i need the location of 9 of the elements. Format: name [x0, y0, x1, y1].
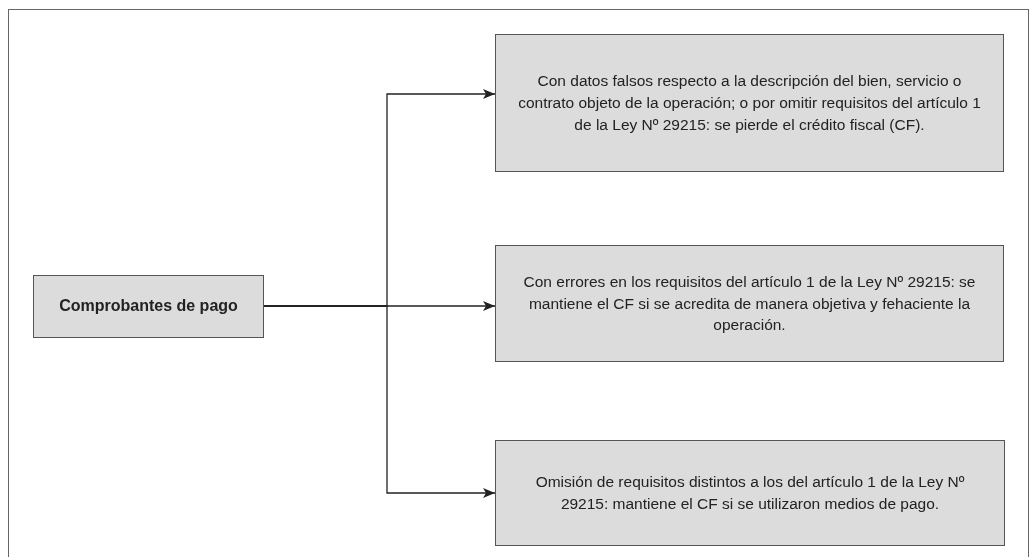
box-text: Con errores en los requisitos del artículo 1 de la Ley Nº 29215: se mantiene el CF si se acredita de manera objetiva y fehaciente la operación.: [522, 271, 977, 336]
text-box: [33, 275, 264, 338]
arrow: [263, 305, 496, 498]
box-text: Comprobantes de pago: [59, 296, 238, 317]
text-box: [495, 440, 1005, 546]
box-text: Con datos falsos respecto a la descripción del bien, servicio o contrato objeto de la operación; o por omitir requisitos del artículo 1 de la Ley Nº 29215: se pierde el crédito fiscal (CF).: [517, 71, 982, 135]
box-text: Omisión de requisitos distintos a los del artículo 1 de la Ley Nº 29215: mantiene el CF si se utilizaron medios de pago.: [534, 472, 966, 514]
text-box: [495, 34, 1004, 172]
text-box: [495, 245, 1004, 362]
